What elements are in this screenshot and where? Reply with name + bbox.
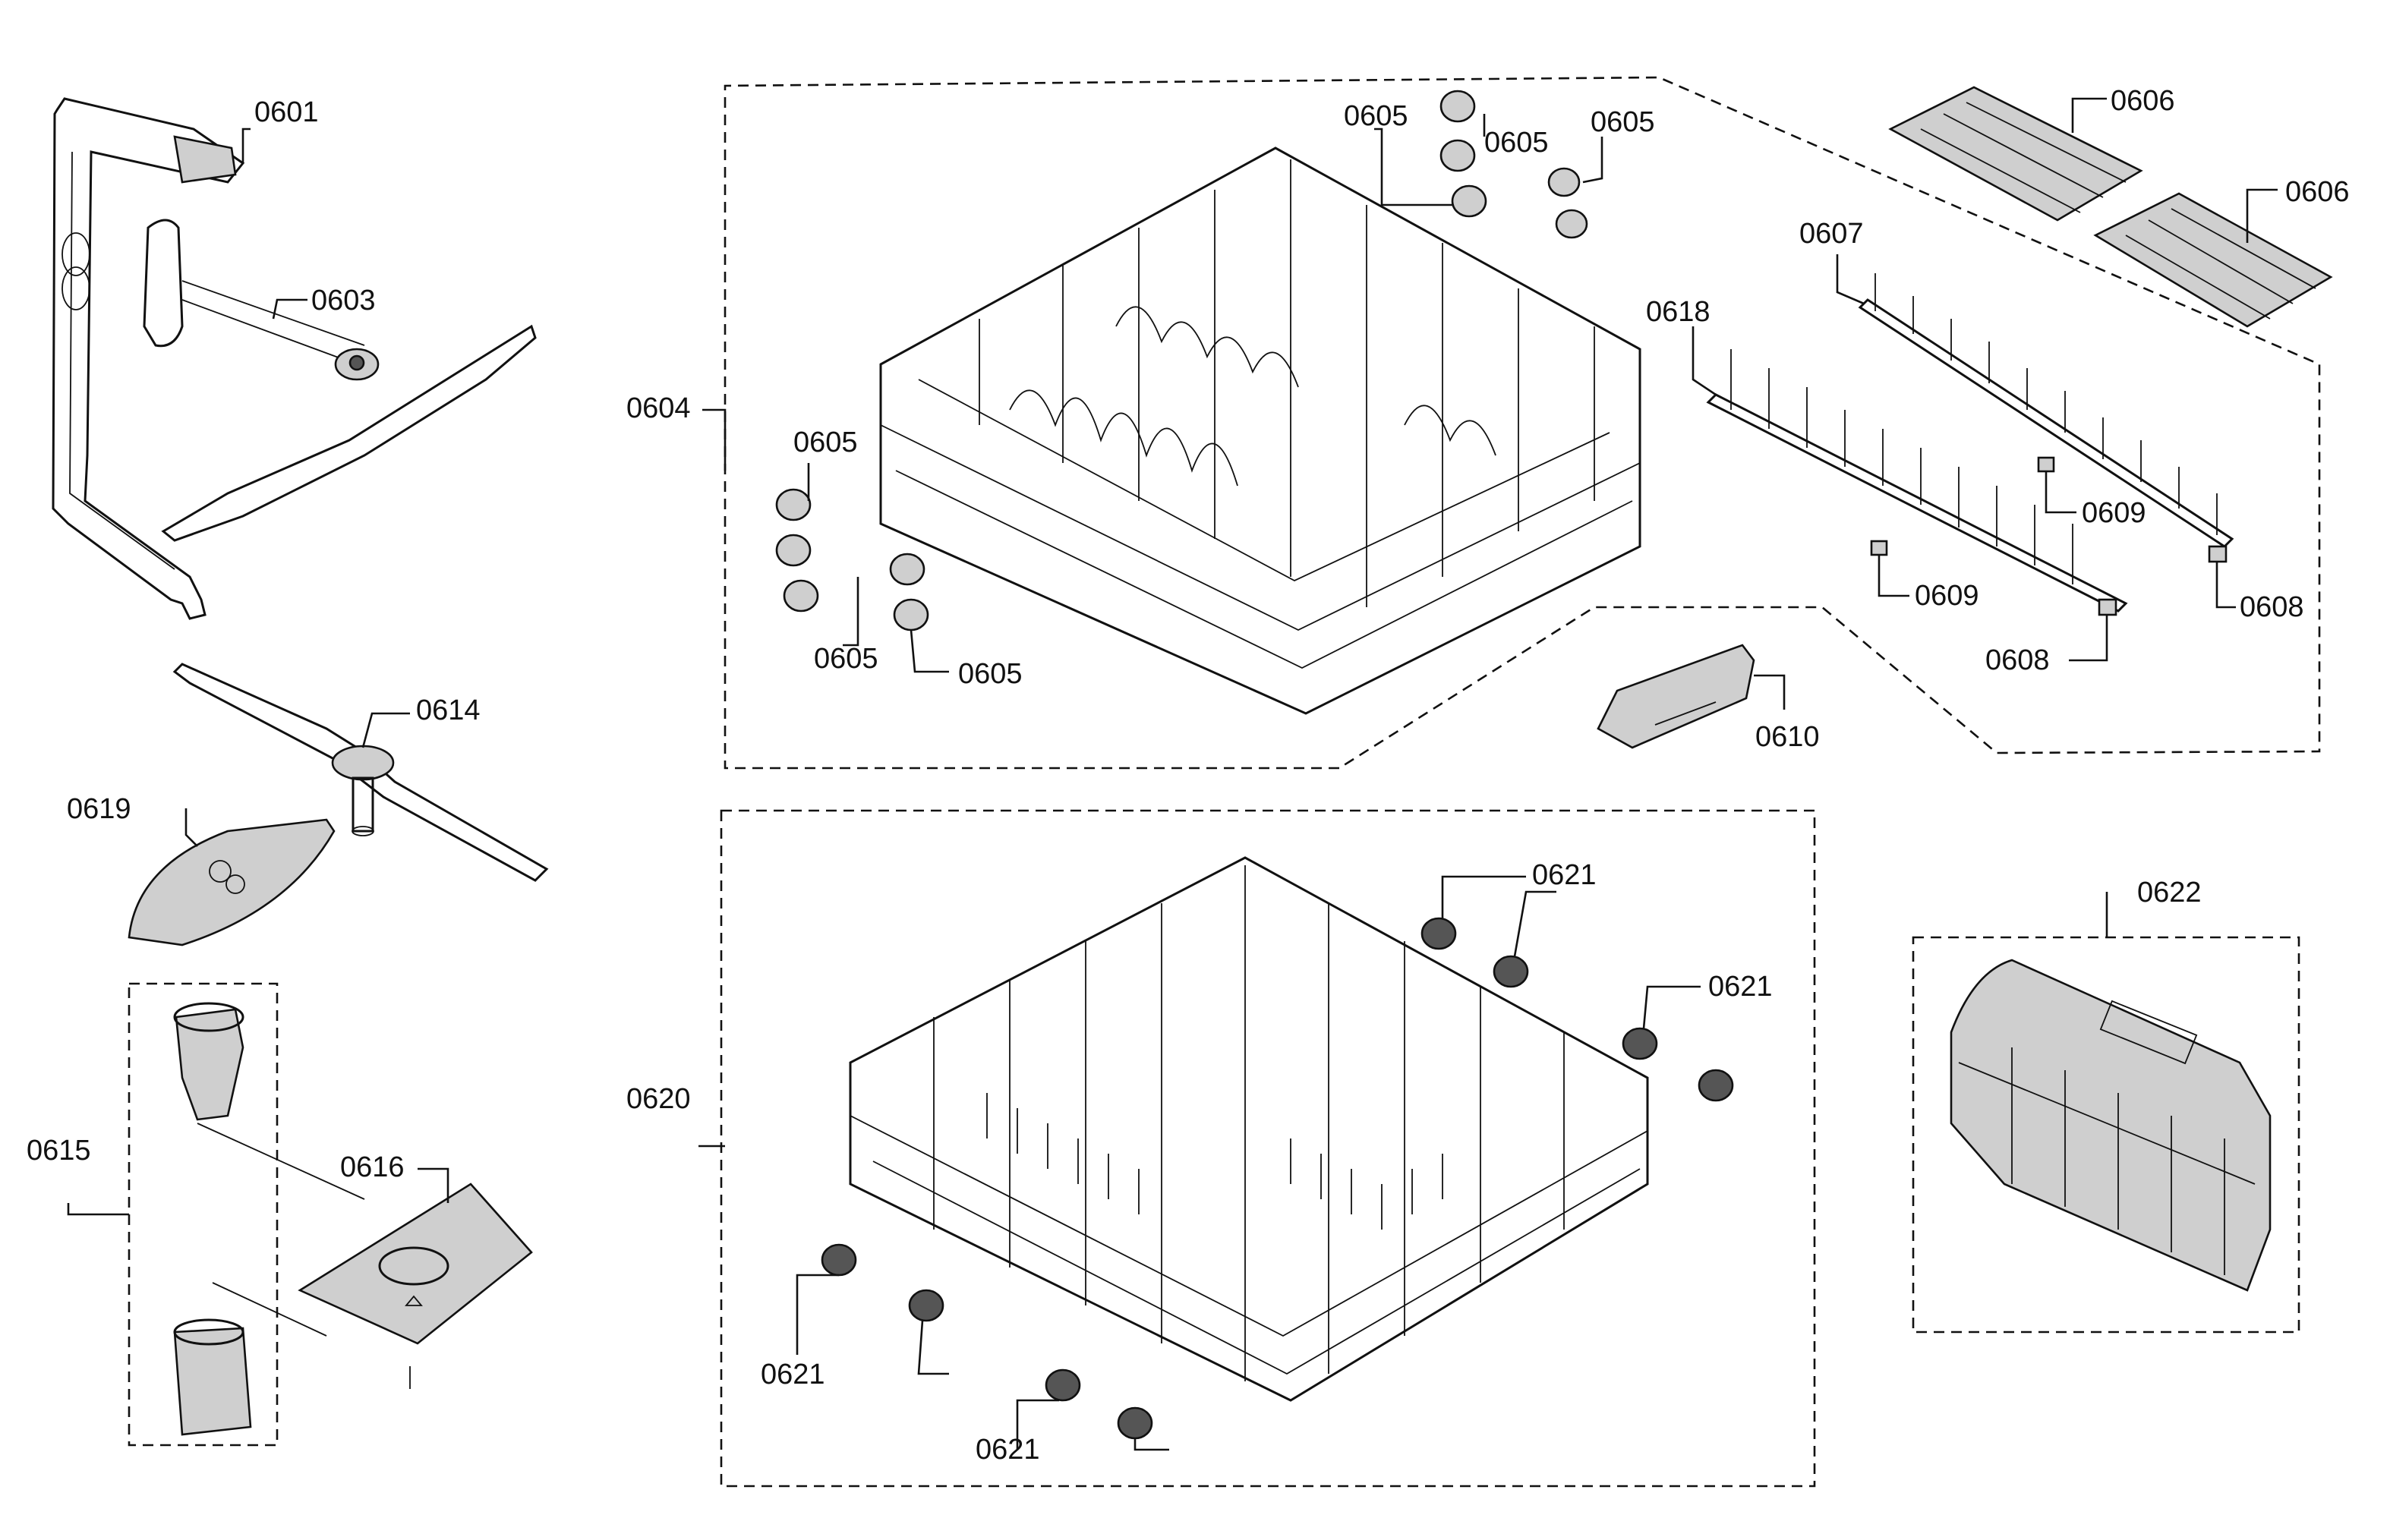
clip-0608-a — [2208, 545, 2228, 563]
callout-0622: 0622 — [2137, 877, 2202, 909]
tine-row-0606-b — [2093, 192, 2333, 328]
callout-0610: 0610 — [1755, 721, 1820, 753]
wheel-l4 — [1698, 1069, 1734, 1102]
lower-rack — [849, 856, 1649, 1402]
wheel-l3 — [1622, 1027, 1658, 1060]
callout-0619: 0619 — [67, 793, 131, 825]
wheel-7 — [1439, 139, 1476, 172]
callout-0605-a: 0605 — [793, 427, 858, 458]
callout-0608-b: 0608 — [1985, 644, 2050, 676]
upper-rack-group-outline — [724, 76, 2321, 770]
wheel-8 — [1451, 184, 1487, 218]
wheel-l8 — [1117, 1406, 1153, 1440]
callout-0604: 0604 — [626, 392, 691, 424]
upper-rack — [879, 146, 1641, 715]
wheel-l2 — [1493, 955, 1529, 988]
wheel-l5 — [821, 1243, 857, 1277]
spray-arm-cover — [128, 818, 336, 946]
wheel-3 — [783, 579, 819, 613]
callout-0620: 0620 — [626, 1083, 691, 1115]
callout-0605-d: 0605 — [1344, 100, 1408, 132]
callout-0606-b: 0606 — [2285, 176, 2350, 208]
wheel-l7 — [1045, 1368, 1081, 1402]
callout-0605-f: 0605 — [1591, 106, 1655, 138]
wheel-5 — [893, 598, 929, 631]
callout-0621-d: 0621 — [976, 1434, 1040, 1466]
wheel-2 — [775, 534, 812, 567]
filter-assembly — [173, 1002, 411, 1436]
wheel-6 — [1439, 90, 1476, 123]
callout-0614: 0614 — [416, 694, 481, 726]
callout-0616: 0616 — [340, 1151, 405, 1183]
callout-0621-a: 0621 — [1532, 859, 1597, 891]
tine-row-0607 — [1858, 273, 2234, 548]
cutlery-basket — [1950, 959, 2272, 1292]
upper-spray-arm — [143, 219, 537, 542]
lower-rack-wheels — [821, 917, 1734, 1440]
clip-0609-a — [2037, 456, 2055, 473]
callout-0615: 0615 — [27, 1135, 91, 1167]
callout-0607: 0607 — [1799, 218, 1864, 250]
micro-filter-plate — [298, 1183, 533, 1345]
callout-0605-e: 0605 — [1484, 127, 1549, 159]
callout-0608-a: 0608 — [2240, 591, 2304, 623]
wheel-4 — [889, 553, 925, 586]
tine-row-0618 — [1706, 349, 2128, 613]
wheel-9 — [1547, 167, 1581, 197]
callout-0621-c: 0621 — [761, 1359, 825, 1390]
callout-0609-a: 0609 — [2082, 497, 2146, 529]
callout-0609-b: 0609 — [1915, 580, 1979, 612]
callout-0621-b: 0621 — [1708, 971, 1773, 1003]
wheel-10 — [1555, 209, 1588, 239]
callout-0605-c: 0605 — [958, 658, 1023, 690]
wheel-l1 — [1420, 917, 1457, 950]
callout-0618: 0618 — [1646, 296, 1711, 328]
wheel-1 — [775, 488, 812, 521]
clip-0608-b — [2098, 598, 2117, 616]
leader-lines — [67, 97, 2278, 1451]
callout-0601: 0601 — [254, 96, 319, 128]
callout-0606-a: 0606 — [2111, 85, 2175, 117]
callout-0603: 0603 — [311, 285, 376, 317]
rack-handle — [1597, 644, 1755, 749]
upper-rack-wheels — [775, 90, 1588, 631]
lower-rack-group-outline — [720, 809, 1816, 1488]
clip-0609-b — [1870, 540, 1888, 556]
callout-0605-b: 0605 — [814, 643, 878, 675]
wheel-l6 — [908, 1289, 944, 1322]
spray-arm-supply-tube — [52, 97, 245, 620]
lower-spray-arm — [172, 663, 549, 882]
tine-row-0606-a — [1888, 86, 2143, 222]
